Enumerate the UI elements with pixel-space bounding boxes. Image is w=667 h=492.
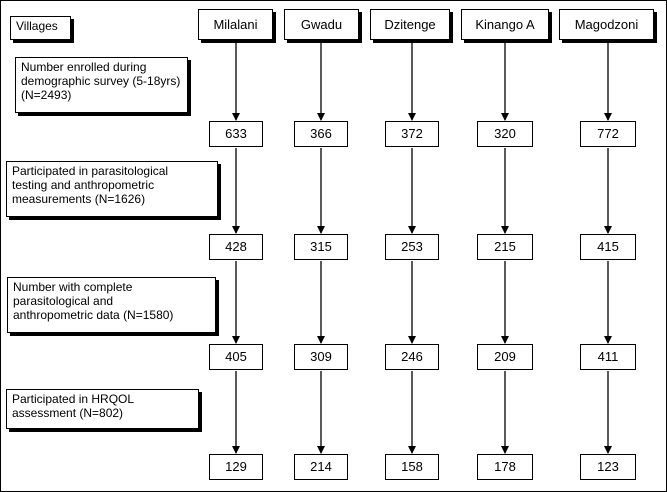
stage-3-value-magodzoni: 411 (580, 344, 636, 370)
village-header-kinango-a: Kinango A (461, 9, 549, 40)
village-header-dzitenge: Dzitenge (370, 9, 450, 40)
stage-4-value-gwadu: 214 (294, 454, 348, 480)
stage-3-value-gwadu: 309 (294, 344, 348, 370)
stage-2-label: Participated in parasitological testing … (6, 161, 218, 217)
stage-3-value-dzitenge: 246 (385, 344, 439, 370)
stage-4-value-magodzoni: 123 (580, 454, 636, 480)
stage-4-value-dzitenge: 158 (385, 454, 439, 480)
stage-4-label: Participated in HRQOL assessment (N=802) (6, 389, 199, 429)
stage-1-value-kinango-a: 320 (477, 121, 533, 147)
stage-1-value-magodzoni: 772 (580, 121, 636, 147)
stage-3-label: Number with complete parasitological and… (7, 277, 216, 333)
stage-2-value-magodzoni: 415 (580, 234, 636, 260)
stage-2-value-gwadu: 315 (294, 234, 348, 260)
village-header-magodzoni: Magodzoni (559, 9, 654, 40)
village-header-gwadu: Gwadu (284, 9, 359, 40)
stage-3-value-milalani: 405 (209, 344, 263, 370)
stage-2-value-kinango-a: 215 (477, 234, 533, 260)
stage-2-value-milalani: 428 (209, 234, 263, 260)
stage-4-value-kinango-a: 178 (477, 454, 533, 480)
villages-header: Villages (10, 16, 71, 40)
stage-1-value-dzitenge: 372 (385, 121, 439, 147)
stage-3-value-kinango-a: 209 (477, 344, 533, 370)
stage-1-label: Number enrolled during demographic surve… (15, 57, 188, 113)
village-header-milalani: Milalani (198, 9, 273, 40)
stage-4-value-milalani: 129 (209, 454, 263, 480)
stage-1-value-gwadu: 366 (294, 121, 348, 147)
stage-2-value-dzitenge: 253 (385, 234, 439, 260)
stage-1-value-milalani: 633 (209, 121, 263, 147)
